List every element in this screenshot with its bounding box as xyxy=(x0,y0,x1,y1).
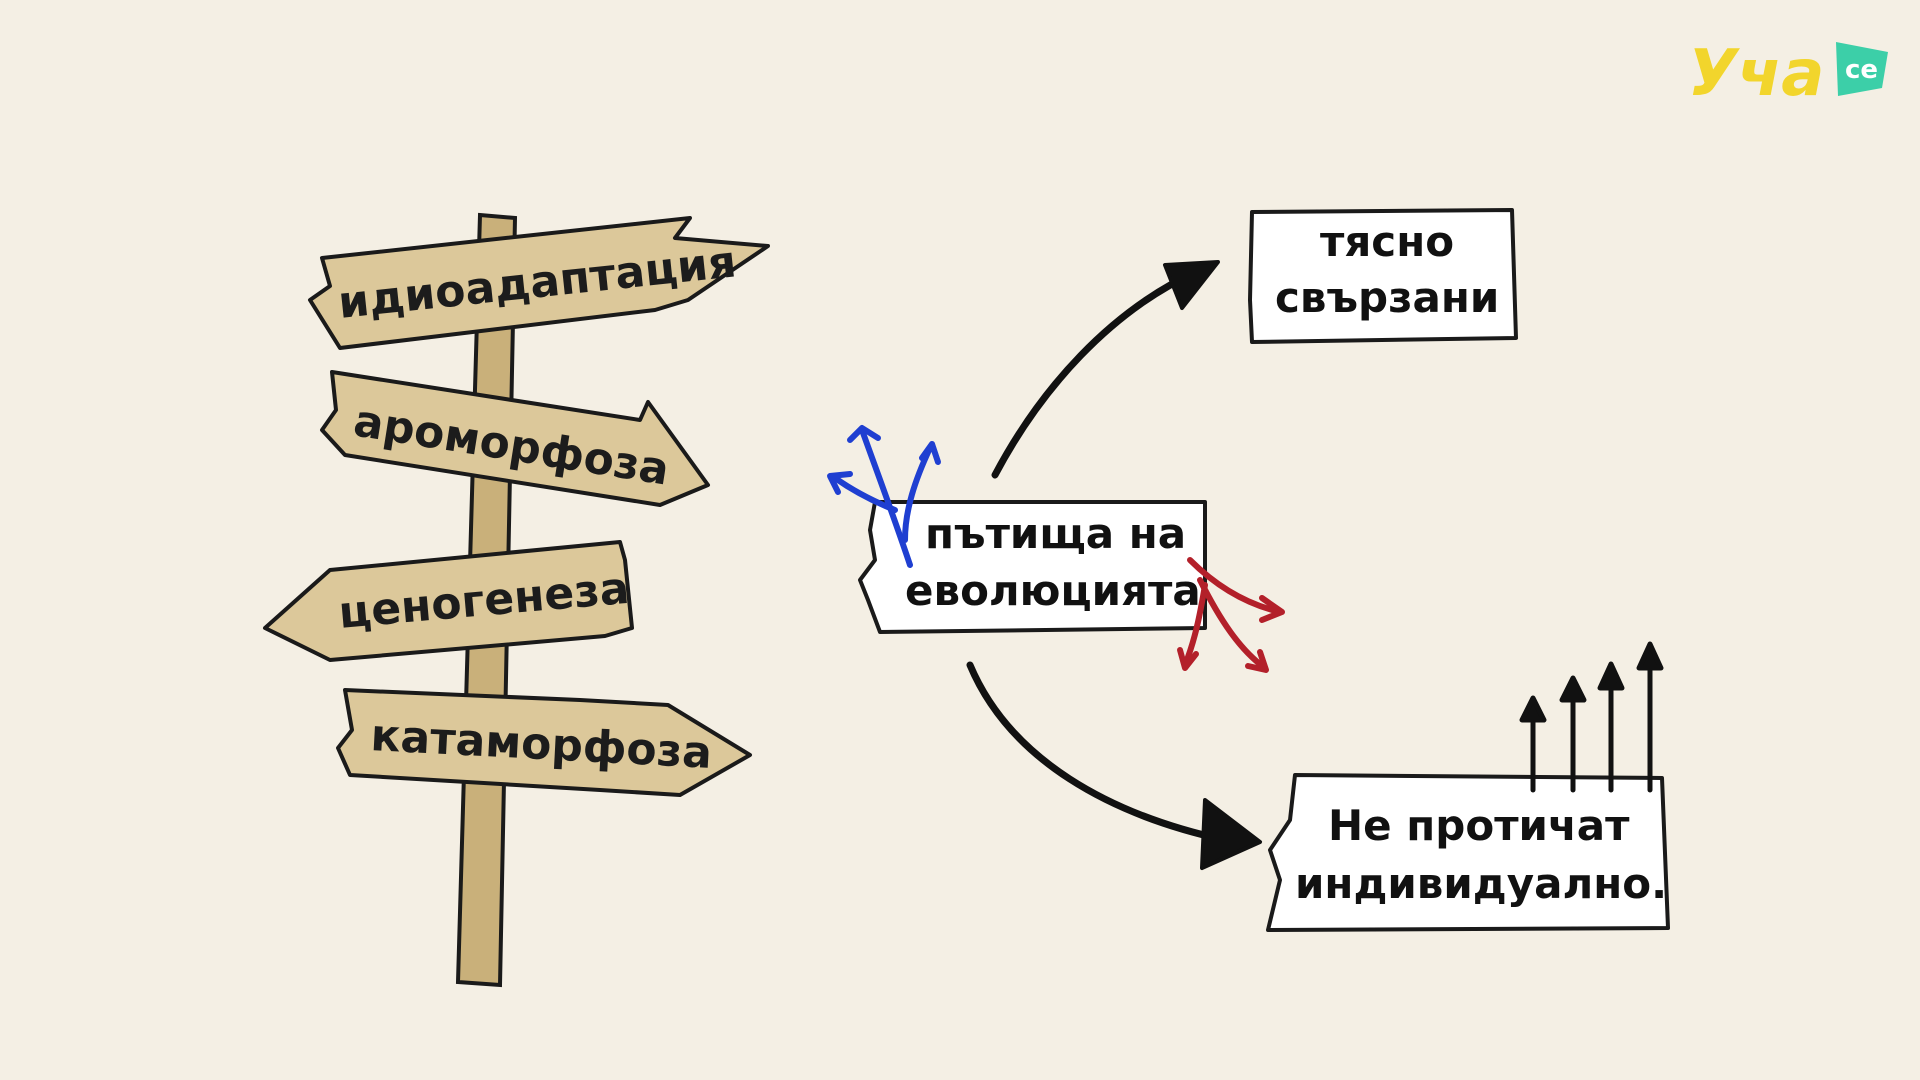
top-box-line-1: тясно xyxy=(1320,217,1454,266)
arrow-to-top-box-icon xyxy=(991,260,1220,479)
parallel-up-arrows-icon xyxy=(1519,641,1664,793)
center-line-1: пътища на xyxy=(925,509,1186,558)
red-branch-arrows-icon xyxy=(1177,557,1285,673)
sign-idioadaptation[interactable]: идиоадаптация xyxy=(308,216,770,350)
signpost: идиоадаптация ароморфоза ценогенеза ката… xyxy=(263,212,770,988)
sign-aromorphosis[interactable]: ароморфоза xyxy=(320,370,710,507)
center-box: пътища на еволюцията xyxy=(858,500,1207,634)
sign-cenogenesis[interactable]: ценогенеза xyxy=(263,540,634,662)
logo: Уча се xyxy=(1688,37,1888,111)
bottom-box-line-2: индивидуално. xyxy=(1295,859,1667,908)
sign-catamorphosis[interactable]: катаморфоза xyxy=(336,688,752,797)
arrow-to-bottom-box-icon xyxy=(966,661,1262,870)
logo-badge-icon xyxy=(1836,42,1888,96)
logo-suffix-text: се xyxy=(1845,55,1878,85)
bottom-box: Не протичат индивидуално. xyxy=(1266,773,1670,932)
top-box-line-2: свързани xyxy=(1275,273,1499,322)
logo-main-text: Уча xyxy=(1688,37,1824,111)
top-box: тясно свързани xyxy=(1248,208,1518,344)
blue-branch-arrows-icon xyxy=(827,425,941,568)
center-line-2: еволюцията xyxy=(905,566,1201,615)
bottom-box-line-1: Не протичат xyxy=(1328,801,1630,850)
